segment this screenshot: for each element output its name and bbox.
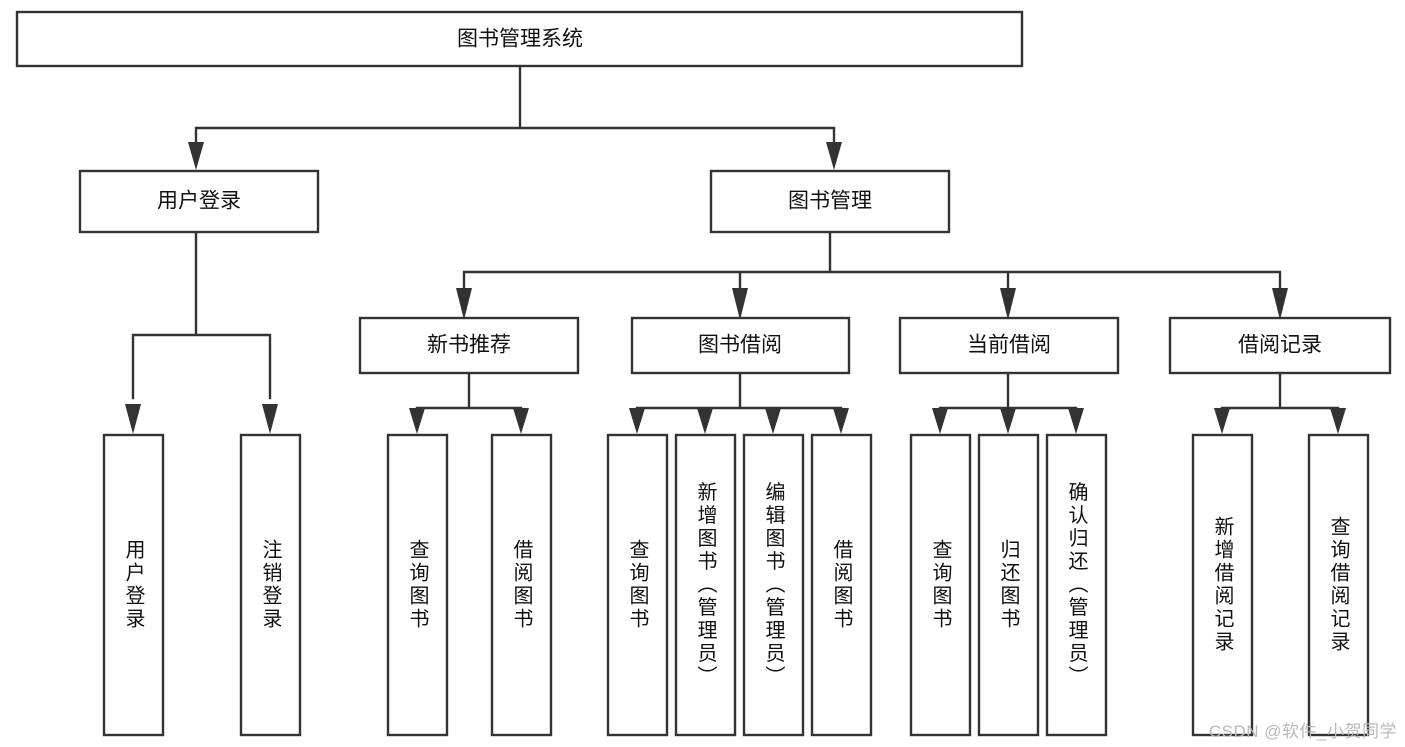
node-user-login-label: 用户登录 xyxy=(157,190,241,213)
arrow-to-new-book-rec-leaf-2 xyxy=(513,408,529,434)
arrow-to-current-borrow-leaf-2 xyxy=(1000,408,1016,434)
arrow-to-user-login-leaf-2 xyxy=(262,404,278,434)
node-borrow-record-label: 借阅记录 xyxy=(1238,334,1322,357)
node-new-book-rec-label: 新书推荐 xyxy=(427,334,511,357)
arrow-to-current-borrow-leaf-3 xyxy=(1068,408,1084,434)
node-borrow-record[interactable]: 借阅记录 xyxy=(1168,316,1392,375)
arrow-to-current-borrow-leaf-1 xyxy=(932,408,948,434)
node-book-borrow-label: 图书借阅 xyxy=(698,334,782,357)
arrow-to-book-borrow xyxy=(732,288,748,320)
node-leaf-borrow-record-1-label: 新增借阅记录 xyxy=(1211,516,1234,654)
node-book-borrow[interactable]: 图书借阅 xyxy=(630,316,851,375)
connector-user-login-to-leaves xyxy=(131,231,272,400)
node-leaf-user-login-2-label: 注销登录 xyxy=(259,539,282,631)
node-leaf-book-borrow-2[interactable]: 新增图书（管理员） xyxy=(674,433,737,737)
arrow-to-book-borrow-leaf-1 xyxy=(629,408,645,434)
node-leaf-book-borrow-1-label: 查询图书 xyxy=(626,539,649,631)
arrow-to-borrow-record-leaf-2 xyxy=(1330,408,1346,434)
node-leaf-new-book-rec-1-label: 查询图书 xyxy=(406,539,429,631)
arrow-to-current-borrow xyxy=(1000,288,1016,320)
node-leaf-borrow-record-2-label: 查询借阅记录 xyxy=(1327,516,1350,654)
node-leaf-current-borrow-3-label: 确认归还（管理员） xyxy=(1065,481,1088,688)
node-current-borrow-label: 当前借阅 xyxy=(967,334,1051,357)
node-leaf-book-borrow-1[interactable]: 查询图书 xyxy=(606,433,669,737)
node-user-login[interactable]: 用户登录 xyxy=(78,169,320,234)
node-leaf-current-borrow-2[interactable]: 归还图书 xyxy=(977,433,1040,737)
node-leaf-new-book-rec-2-label: 借阅图书 xyxy=(510,539,533,631)
node-root[interactable]: 图书管理系统 xyxy=(15,10,1024,68)
node-leaf-current-borrow-1-label: 查询图书 xyxy=(929,539,952,631)
node-leaf-user-login-1[interactable]: 用户登录 xyxy=(102,433,165,737)
node-leaf-book-borrow-4[interactable]: 借阅图书 xyxy=(810,433,873,737)
node-book-manage-label: 图书管理 xyxy=(788,190,872,213)
node-leaf-borrow-record-2[interactable]: 查询借阅记录 xyxy=(1307,433,1370,737)
connector-new-book-rec-to-leaves xyxy=(415,371,523,418)
arrow-to-book-borrow-leaf-2 xyxy=(697,408,713,434)
node-current-borrow[interactable]: 当前借阅 xyxy=(898,316,1120,375)
arrow-to-borrow-record xyxy=(1272,288,1288,320)
arrow-to-new-book-rec-leaf-1 xyxy=(409,408,425,434)
node-root-label: 图书管理系统 xyxy=(457,28,583,51)
node-new-book-rec[interactable]: 新书推荐 xyxy=(358,316,580,375)
arrow-to-book-borrow-leaf-4 xyxy=(833,408,849,434)
node-leaf-book-borrow-3-label: 编辑图书（管理员） xyxy=(762,481,785,688)
connector-borrow-record-to-leaves xyxy=(1220,371,1340,418)
node-leaf-user-login-2[interactable]: 注销登录 xyxy=(239,433,302,737)
node-leaf-book-borrow-4-label: 借阅图书 xyxy=(830,539,853,631)
node-leaf-current-borrow-2-label: 归还图书 xyxy=(997,539,1020,631)
connector-book-borrow-to-leaves xyxy=(635,371,843,418)
node-leaf-new-book-rec-1[interactable]: 查询图书 xyxy=(386,433,449,737)
connector-root-to-level2 xyxy=(194,64,836,154)
arrow-to-borrow-record-leaf-1 xyxy=(1214,408,1230,434)
node-leaf-current-borrow-1[interactable]: 查询图书 xyxy=(909,433,972,737)
node-book-manage[interactable]: 图书管理 xyxy=(709,169,951,234)
node-leaf-book-borrow-3[interactable]: 编辑图书（管理员） xyxy=(742,433,805,737)
arrow-to-user-login-leaf-1 xyxy=(125,404,141,434)
node-leaf-book-borrow-2-label: 新增图书（管理员） xyxy=(694,481,717,688)
arrow-to-book-borrow-leaf-3 xyxy=(765,408,781,434)
node-leaf-new-book-rec-2[interactable]: 借阅图书 xyxy=(490,433,553,737)
node-leaf-current-borrow-3[interactable]: 确认归还（管理员） xyxy=(1045,433,1108,737)
arrow-to-new-book-rec xyxy=(456,288,472,320)
node-leaf-user-login-1-label: 用户登录 xyxy=(122,539,145,631)
connector-book-manage-to-level3 xyxy=(462,231,1282,290)
arrow-to-book-manage xyxy=(826,142,842,170)
node-leaf-borrow-record-1[interactable]: 新增借阅记录 xyxy=(1191,433,1254,737)
arrow-to-user-login xyxy=(188,142,204,170)
